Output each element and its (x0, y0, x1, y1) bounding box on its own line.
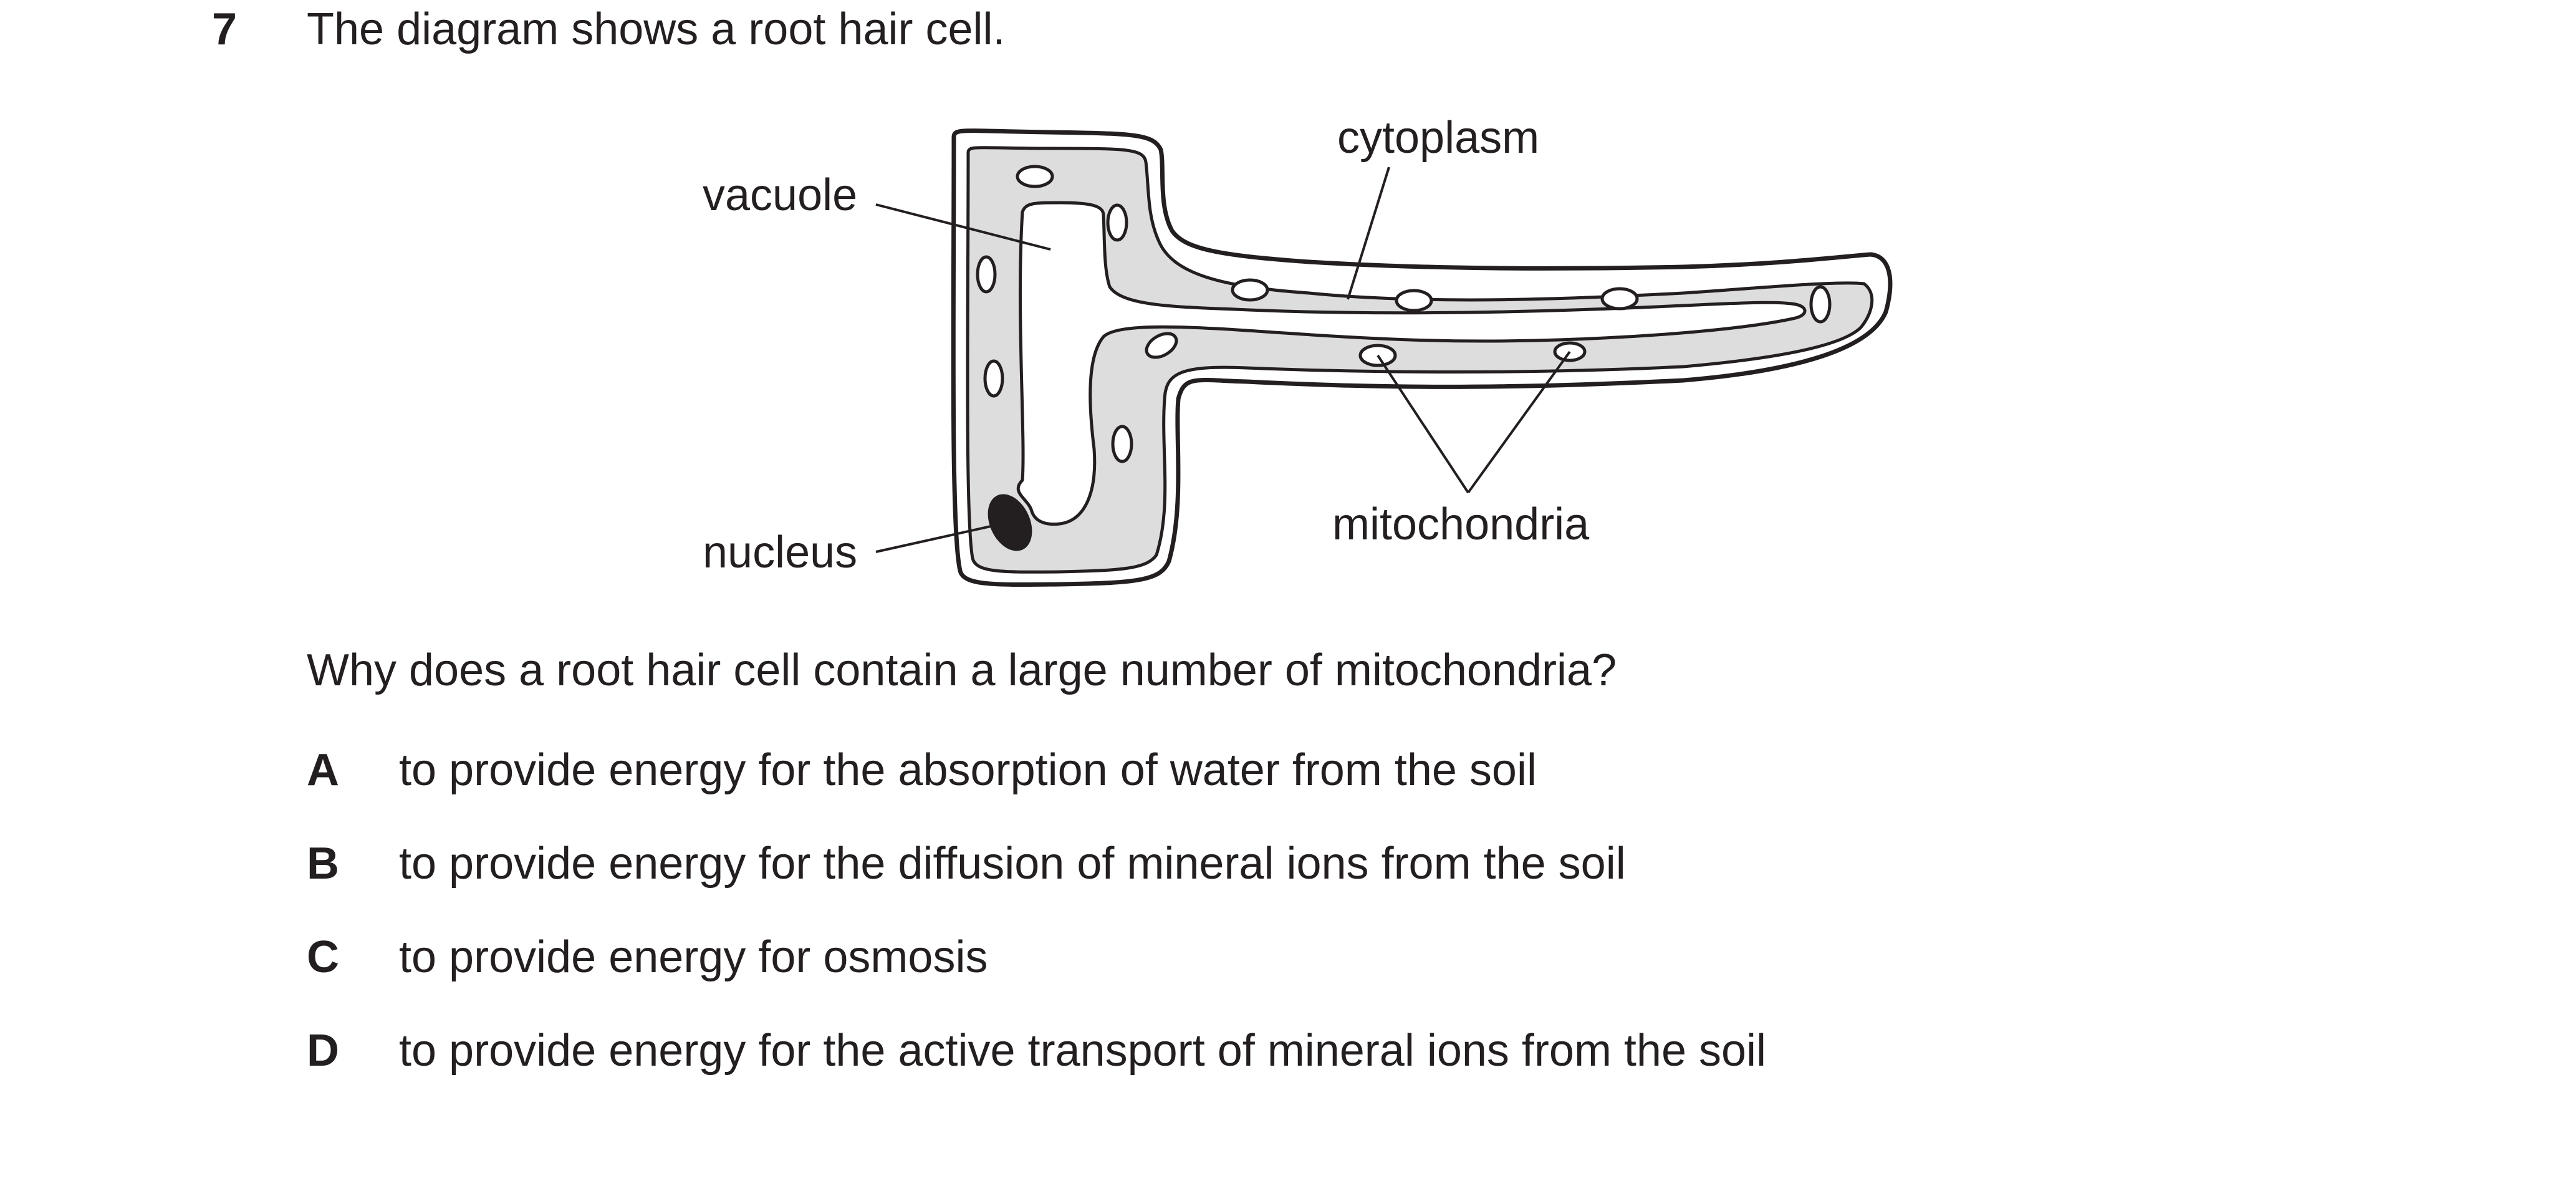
cell-membrane (966, 146, 1874, 574)
option-text: to provide energy for the absorption of … (399, 745, 1537, 795)
cell-wall (951, 128, 1893, 587)
option-letter: A (307, 745, 339, 795)
mitochondria-label-line-1 (1377, 354, 1469, 494)
option-letter: B (307, 839, 339, 889)
mitochondrion (1395, 289, 1433, 312)
option-text: to provide energy for the active transpo… (399, 1026, 1767, 1076)
nucleus-label-line (875, 521, 1008, 553)
mitochondrion (1106, 203, 1128, 242)
mitochondrion (1600, 287, 1639, 311)
cytoplasm-label-line (1347, 166, 1390, 300)
mitochondrion (976, 255, 997, 294)
vacuole-label-line (875, 203, 1051, 251)
question-number: 7 (212, 4, 238, 54)
nucleus (988, 494, 1032, 551)
mitochondrion (1145, 332, 1178, 359)
option-letter: C (307, 932, 339, 982)
mitochondrion (1231, 278, 1269, 302)
mitochondria-label-line-2 (1467, 350, 1571, 494)
question-stem: The diagram shows a root hair cell. (307, 4, 1006, 54)
mitochondria-label: mitochondria (1332, 499, 1590, 549)
option-text: to provide energy for the diffusion of m… (399, 839, 1626, 889)
mitochondrion (1016, 165, 1054, 188)
root-hair-cell-diagram: vacuole cytoplasm nucleus mitochondria (703, 113, 1893, 587)
mitochondria-group (976, 165, 1832, 463)
cytoplasm-label: cytoplasm (1337, 113, 1539, 163)
vacuole-body (1016, 201, 1807, 526)
question-prompt: Why does a root hair cell contain a larg… (307, 645, 1617, 695)
option-letter: D (307, 1026, 339, 1076)
mitochondrion (1111, 425, 1133, 463)
nucleus-label: nucleus (703, 528, 857, 577)
mitochondrion (1809, 285, 1832, 324)
option-text: to provide energy for osmosis (399, 932, 988, 982)
vacuole-label: vacuole (703, 170, 857, 220)
mitochondrion (983, 359, 1004, 398)
